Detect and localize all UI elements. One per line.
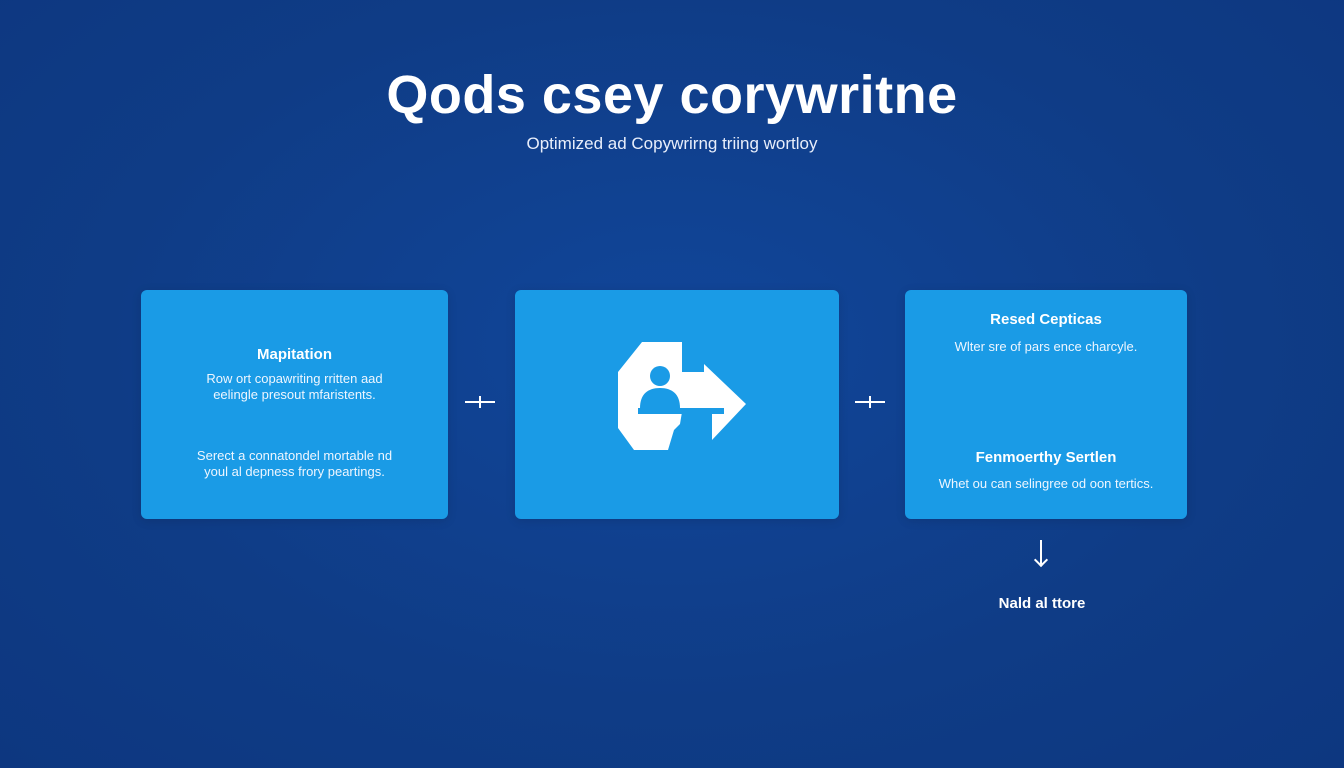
arrow-shaft xyxy=(1040,540,1042,564)
left-card-text-1: Row ort copawriting rritten aad xyxy=(206,371,383,386)
connector-left-middle xyxy=(465,396,495,408)
connector-tick xyxy=(869,396,871,408)
page-subtitle: Optimized ad Copywrirng triing wortloy xyxy=(526,134,818,153)
right-card-heading-2: Fenmoerthy Sertlen xyxy=(975,449,1117,466)
down-arrow-icon xyxy=(1031,540,1051,568)
end-label: Nald al ttore xyxy=(998,595,1086,612)
left-card-text-3: Serect a connatondel mortable nd xyxy=(196,448,393,463)
person-arrow-icon xyxy=(618,342,746,450)
connector-middle-right xyxy=(855,396,885,408)
arrow-head xyxy=(1033,552,1049,568)
right-card-text-1: Wlter sre of pars ence charcyle. xyxy=(954,339,1138,354)
step-card-right: Resed Cepticas Wlter sre of pars ence ch… xyxy=(905,290,1187,519)
right-card-heading-1: Resed Cepticas xyxy=(990,311,1102,328)
left-card-text-4: youl al depness frory peartings. xyxy=(204,464,385,479)
left-card-heading: Mapitation xyxy=(257,346,332,363)
step-card-left: Mapitation Row ort copawriting rritten a… xyxy=(141,290,448,519)
right-card-text-2: Whet ou can selingree od oon tertics. xyxy=(938,476,1154,491)
page-title: Qods csey corywritne xyxy=(386,65,958,125)
connector-tick xyxy=(479,396,481,408)
left-card-text-2: eelingle presout mfaristents. xyxy=(213,387,376,402)
